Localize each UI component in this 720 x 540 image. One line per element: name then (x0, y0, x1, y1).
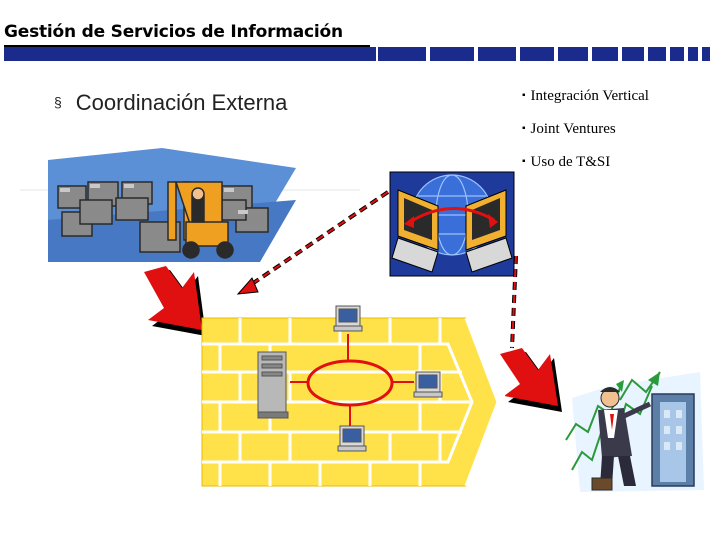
header-block-bar (4, 47, 710, 61)
main-bullet: § Coordinación Externa (54, 90, 287, 116)
dashed-arrow-right (510, 255, 518, 349)
title-rule (4, 45, 370, 47)
network-diagram-icon (201, 305, 508, 487)
side-bullet-item: ▪Uso de T&SI (522, 154, 611, 170)
dashed-arrow-left (236, 190, 390, 295)
computer-exchange-icon (389, 171, 515, 277)
side-bullet-list: ▪Integración Vertical ▪Joint Ventures ▪U… (522, 88, 649, 187)
red-arrow-left (144, 266, 206, 336)
warehouse-forklift-icon (48, 148, 296, 262)
slide-title: Gestión de Servicios de Información (4, 22, 343, 42)
side-bullet-item: ▪Integración Vertical (522, 88, 649, 104)
side-bullet-item: ▪Joint Ventures (522, 121, 616, 137)
bullet-marker: § (54, 94, 62, 110)
red-arrow-right (500, 348, 562, 412)
businessman-growth-icon (565, 371, 704, 492)
main-bullet-text: Coordinación Externa (75, 90, 288, 115)
